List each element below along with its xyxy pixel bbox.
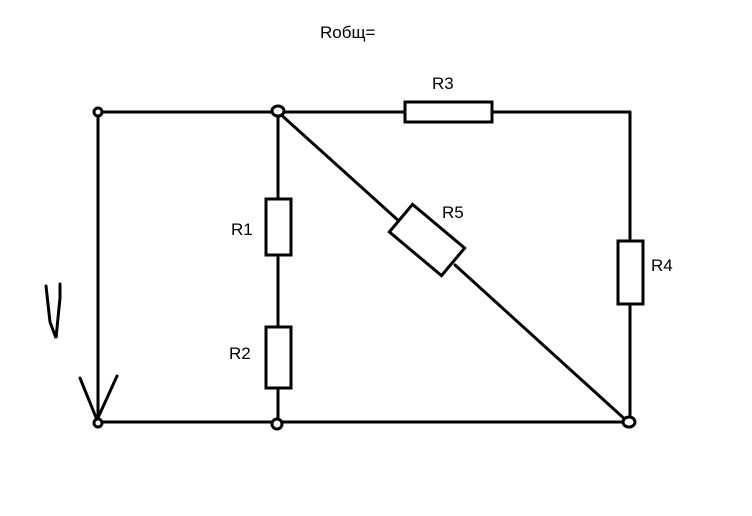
resistor-r5 [387, 202, 467, 278]
node-bottom-left [92, 417, 104, 429]
wire-diagonal-lower [453, 263, 630, 424]
resistor-r2 [264, 325, 293, 390]
resistor-r1 [264, 197, 293, 257]
wire-diagonal-upper [276, 110, 402, 224]
resistor-r4-label: R4 [651, 256, 673, 275]
resistor-r2-label: R2 [229, 344, 251, 363]
resistor-r1-label: R1 [231, 220, 253, 239]
voltage-symbol [44, 282, 62, 339]
formula-label: Rобщ= [320, 23, 375, 42]
node-top-left [92, 106, 104, 118]
node-bottom-middle [270, 417, 284, 431]
resistor-r3 [403, 100, 494, 124]
resistor-r4 [616, 239, 645, 306]
node-bottom-right [621, 415, 637, 429]
resistor-r3-label: R3 [432, 74, 454, 93]
node-top-middle [270, 104, 286, 118]
resistor-r5-label: R5 [442, 203, 464, 222]
